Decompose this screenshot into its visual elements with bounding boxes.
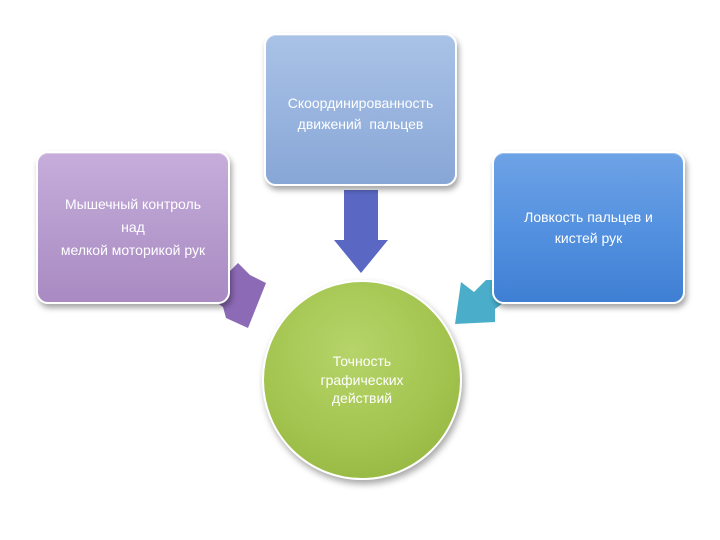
muscle-control-box: Мышечный контроль над мелкой моторикой р… xyxy=(36,151,230,304)
dexterity-line-1: Ловкость пальцев и xyxy=(524,208,653,225)
left-arrow xyxy=(206,263,266,328)
top-arrow xyxy=(334,190,388,273)
muscle-control-line-2: над xyxy=(121,218,145,235)
coordination-box: Скоординированность движений пальцев xyxy=(264,33,457,186)
dexterity-box: Ловкость пальцев и кистей рук xyxy=(492,151,685,304)
muscle-control-line-3: мелкой моторикой рук xyxy=(60,242,206,259)
coordination-line-2: движений пальцев xyxy=(297,116,424,132)
muscle-control-line-1: Мышечный контроль xyxy=(64,195,201,212)
dexterity-line-2: кистей рук xyxy=(554,229,623,246)
precision-line-2: графических xyxy=(320,371,404,388)
coordination-line-1: Скоординированность xyxy=(287,95,434,111)
precision-line-3: действий xyxy=(331,390,393,407)
precision-line-1: Точность xyxy=(332,352,392,369)
precision-circle: Точность графических действий xyxy=(262,280,462,480)
